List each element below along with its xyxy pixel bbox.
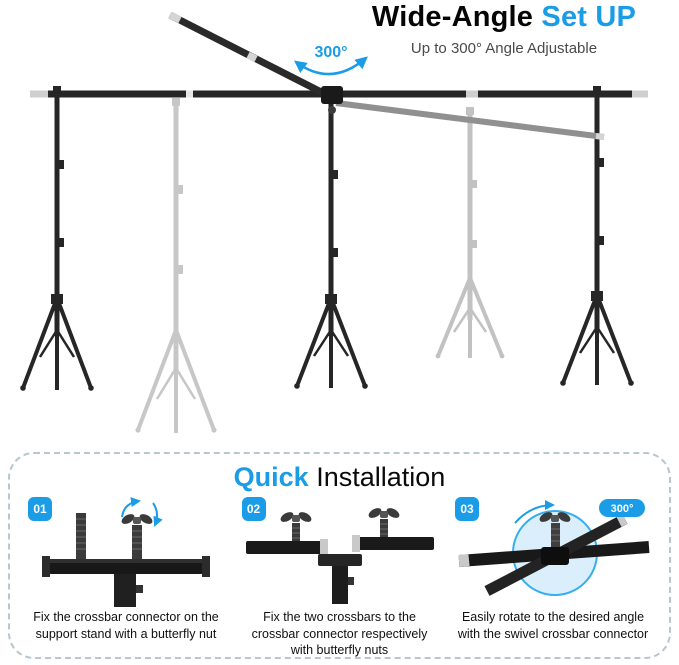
crossbar-angled-left-icon: [168, 11, 335, 102]
page-title: Wide-Angle Set UP: [336, 1, 672, 34]
ghost-stand-right-icon: [435, 107, 505, 359]
rotation-arrow-icon: [293, 56, 368, 76]
page-title-block: Wide-Angle Set UP Up to 300° Angle Adjus…: [336, 1, 672, 57]
step-caption-1: Fix the crossbar connector on the suppor…: [33, 610, 219, 641]
page-subtitle: Up to 300° Angle Adjustable: [410, 39, 598, 57]
step-caption-3: Easily rotate to the desired angle with …: [457, 610, 649, 641]
step-badge-2: 02: [241, 497, 266, 521]
panel-title-blue: Quick: [233, 462, 309, 492]
angle-badge: 300°: [599, 499, 645, 517]
support-stand-left-icon: [20, 86, 94, 391]
swivel-rotation-icon: 300°: [458, 499, 650, 596]
quick-installation-panel: Quick Installation 01: [8, 452, 671, 659]
ghost-stand-left-icon: [135, 98, 217, 433]
butterfly-nut-icon: [280, 512, 311, 522]
panel-title-black: Installation: [316, 462, 446, 492]
angle-label: 300°: [314, 44, 348, 61]
title-black: Wide-Angle: [371, 1, 534, 33]
panel-title: Quick Installation: [10, 462, 669, 493]
step-item-3: 03: [447, 495, 659, 659]
step-badge-3: 03: [455, 497, 479, 521]
butterfly-nut-icon: [539, 512, 571, 522]
step-badge-1: 01: [28, 497, 52, 521]
backdrop-stand-scene-icon: [20, 11, 648, 433]
support-stand-right-icon: [560, 86, 634, 386]
two-crossbars-icon: [245, 508, 434, 604]
step-caption-2: Fix the two crossbars to the crossbar co…: [251, 610, 428, 657]
step-item-1: 01: [20, 495, 232, 659]
crossbar-connector-icon: [42, 497, 210, 607]
step-item-2: 02: [234, 495, 446, 659]
butterfly-nut-icon: [368, 508, 399, 518]
hero-section: Wide-Angle Set UP Up to 300° Angle Adjus…: [20, 1, 672, 433]
swivel-connector-icon: [321, 86, 343, 114]
support-stand-center-icon: [294, 98, 368, 389]
crossbar-angled-right-icon: [335, 100, 605, 140]
butterfly-nut-icon: [121, 514, 153, 524]
title-blue: Set UP: [541, 1, 637, 33]
angle-badge-label: 300°: [611, 503, 634, 515]
installation-steps: 01: [10, 493, 669, 659]
